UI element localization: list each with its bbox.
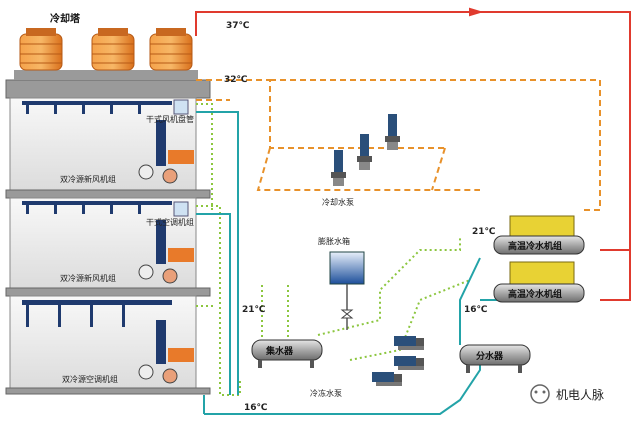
fcu-floor-3-label: 干式风机盘管 [146, 114, 194, 124]
watermark-text: 机电人脉 [556, 387, 604, 402]
cooling-pump-1 [331, 150, 346, 186]
chilled-pump-2 [394, 356, 424, 370]
cooling-tower-3 [149, 28, 193, 71]
ahu-unit-floor-2 [138, 201, 194, 284]
cooling-pump-3 [385, 114, 400, 150]
temp-32-label: 32℃ [224, 75, 248, 85]
watermark: 机电人脉 [530, 384, 604, 404]
duct-floor-2 [22, 201, 172, 214]
floor-slab-1 [5, 189, 211, 199]
condenser-supply-pipe [196, 79, 601, 211]
chilled-pump-1 [394, 336, 424, 350]
cooling-tower-1 [19, 28, 63, 71]
duct-floor-1 [22, 300, 172, 327]
ground-slab [5, 387, 211, 395]
chilled-return-pipe [196, 111, 520, 415]
cooling-pumps: 冷却水泵 [322, 114, 400, 207]
chilled-pump-3 [372, 372, 402, 386]
chiller-bottom: 高温冷水机组 [493, 261, 585, 303]
roof-slab [5, 79, 211, 99]
water-distributor: 分水器 [459, 344, 531, 373]
collector-label: 集水器 [265, 345, 294, 357]
cooling-tower-label: 冷却塔 [50, 12, 81, 25]
temp-21-left-label: 21℃ [242, 305, 266, 315]
chiller-top: 高温冷水机组 [493, 215, 585, 255]
temp-37-label: 37℃ [226, 21, 250, 31]
expansion-tank-label: 膨胀水箱 [318, 236, 350, 246]
chiller-bottom-label: 高温冷水机组 [508, 288, 562, 300]
chilled-supply-pipe [196, 103, 471, 396]
expansion-tank: 膨胀水箱 [318, 236, 365, 330]
condenser-return-pipe [195, 7, 631, 301]
chiller-top-label: 高温冷水机组 [508, 240, 562, 252]
cooling-pump-2 [357, 134, 372, 170]
duct-floor-3 [22, 101, 172, 114]
temp-16-right-label: 16℃ [464, 305, 488, 315]
ahu-unit-floor-3 [138, 99, 194, 184]
ahu-floor-2-label: 双冷源新风机组 [60, 273, 116, 283]
ahu-floor-3-label: 双冷源新风机组 [60, 174, 116, 184]
distributor-label: 分水器 [476, 350, 504, 362]
cooling-towers: 冷却塔 [14, 12, 198, 80]
cooling-pump-label: 冷却水泵 [322, 197, 354, 207]
chilled-pumps: 冷冻水泵 [310, 336, 424, 398]
cooling-tower-2 [91, 28, 135, 71]
floor-slab-2 [5, 287, 211, 297]
temp-16-bottom-label: 16℃ [244, 403, 268, 413]
fcu-floor-2-label: 干式空调机组 [146, 217, 194, 227]
temp-21-right-label: 21℃ [472, 227, 496, 237]
chilled-pump-label: 冷冻水泵 [310, 388, 342, 398]
water-collector: 集水器 [251, 339, 323, 368]
ahu-unit-floor-1 [138, 320, 194, 384]
building: 双冷源新风机组 双冷源新风机组 双冷源空调机组 干式风机盘管 干式空调机组 [5, 79, 211, 395]
ahu-floor-1-label: 双冷源空调机组 [62, 374, 118, 384]
